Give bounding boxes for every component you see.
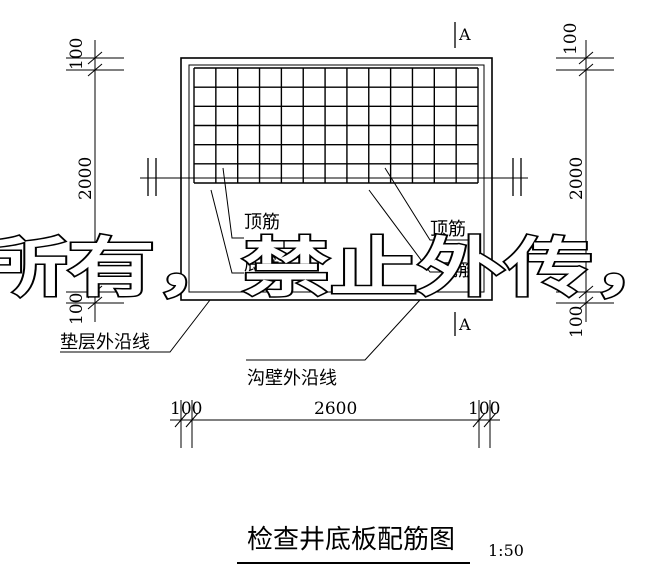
section-mark-bottom: A: [458, 315, 471, 334]
label-bottom-bar-left: 底筋: [244, 254, 280, 275]
label-top-bar-left: 顶筋: [244, 212, 280, 233]
section-mark-top: A: [458, 25, 471, 44]
label-bottom-bar-right: 底筋: [440, 260, 476, 281]
drawing-title: 检查井底板配筋图: [247, 525, 455, 555]
left-dimension: [66, 40, 124, 322]
dim-right-top: 100: [561, 23, 581, 55]
rebar-grid: [193, 67, 479, 184]
leader-lines: [60, 167, 470, 361]
leader-trench-wall: [246, 299, 421, 361]
dim-right-bottom: 100: [567, 306, 587, 338]
dim-left-bottom: 100: [67, 293, 87, 325]
leader-top-bar-left: [222, 167, 244, 239]
leader-bottom-bar-right: [368, 189, 470, 273]
centerline-ticks: [147, 158, 522, 196]
cushion-outline: [180, 57, 493, 301]
dim-left-middle: 2000: [76, 157, 96, 200]
drawing-scale: 1:50: [488, 541, 524, 560]
dim-bottom-middle: 2600: [314, 399, 357, 419]
bottom-dimension: [170, 400, 500, 448]
label-trench-wall-edge: 沟壁外沿线: [247, 368, 337, 389]
watermark-text: 所有，禁止外传，: [0, 232, 664, 306]
label-top-bar-right: 顶筋: [430, 219, 466, 240]
dim-bottom-left: 100: [170, 399, 202, 419]
dim-left-top: 100: [67, 38, 87, 70]
dim-right-middle: 2000: [567, 157, 587, 200]
leader-bottom-bar-left: [210, 189, 244, 274]
leader-cushion: [60, 299, 211, 353]
leader-top-bar-right: [384, 167, 470, 241]
right-dimension: [556, 40, 614, 322]
dim-bottom-right: 100: [468, 399, 500, 419]
label-cushion-edge: 垫层外沿线: [60, 332, 150, 353]
